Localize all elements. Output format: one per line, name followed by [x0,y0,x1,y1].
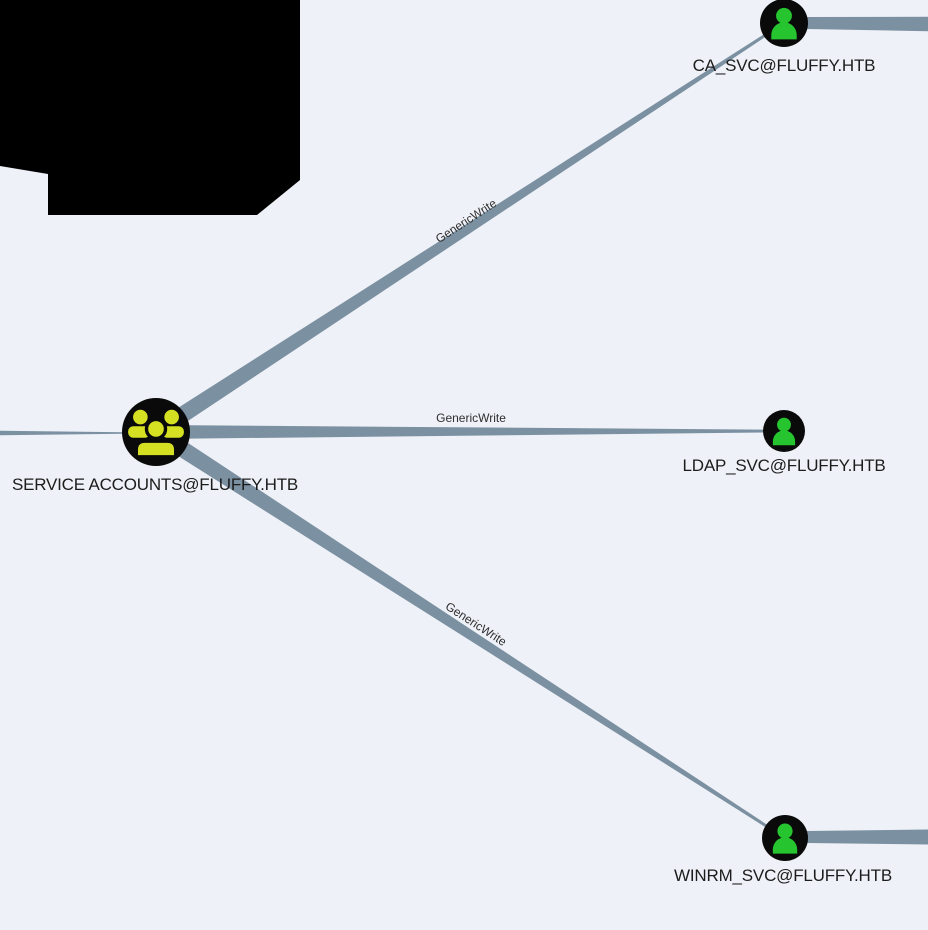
node-label-winrm-svc: WINRM_SVC@FLUFFY.HTB [674,866,892,885]
edge-genericwrite-ca-svc[interactable] [151,21,785,440]
node-label-ldap-svc: LDAP_SVC@FLUFFY.HTB [682,456,885,475]
redaction-layer [0,0,300,215]
node-label-layer: SERVICE ACCOUNTS@FLUFFY.HTB CA_SVC@FLUFFY… [12,56,892,885]
node-ldap-svc[interactable] [763,410,805,452]
node-service-accounts[interactable] [122,398,190,466]
redacted-area [0,0,300,215]
edge-genericwrite-ldap-svc[interactable] [155,425,785,439]
group-icon-front-body [134,439,178,459]
group-icon-front-head [144,417,168,441]
user-icon [777,417,791,432]
node-layer [122,0,808,861]
edge-offscreen-right-ca[interactable] [805,16,928,32]
edge-label: GenericWrite [436,411,506,425]
user-icon-body [771,22,797,40]
group-icon-back-body [128,426,150,438]
user-icon [777,823,793,839]
node-label-ca-svc: CA_SVC@FLUFFY.HTB [693,56,876,75]
node-label-service-accounts: SERVICE ACCOUNTS@FLUFFY.HTB [12,475,298,494]
group-icon-back-head [133,409,148,425]
user-icon-body [772,430,796,446]
user-icon-body [772,837,798,854]
edge-genericwrite-winrm-svc[interactable] [151,424,786,840]
edge-offscreen-left-in[interactable] [0,430,124,436]
user-icon [776,7,792,24]
edge-offscreen-right-winrm[interactable] [807,829,928,845]
node-ca-svc[interactable] [760,0,808,47]
group-icon-back-head [164,409,179,425]
node-winrm-svc[interactable] [762,815,808,861]
edge-layer [0,16,928,845]
group-icon-back-body [162,426,184,438]
